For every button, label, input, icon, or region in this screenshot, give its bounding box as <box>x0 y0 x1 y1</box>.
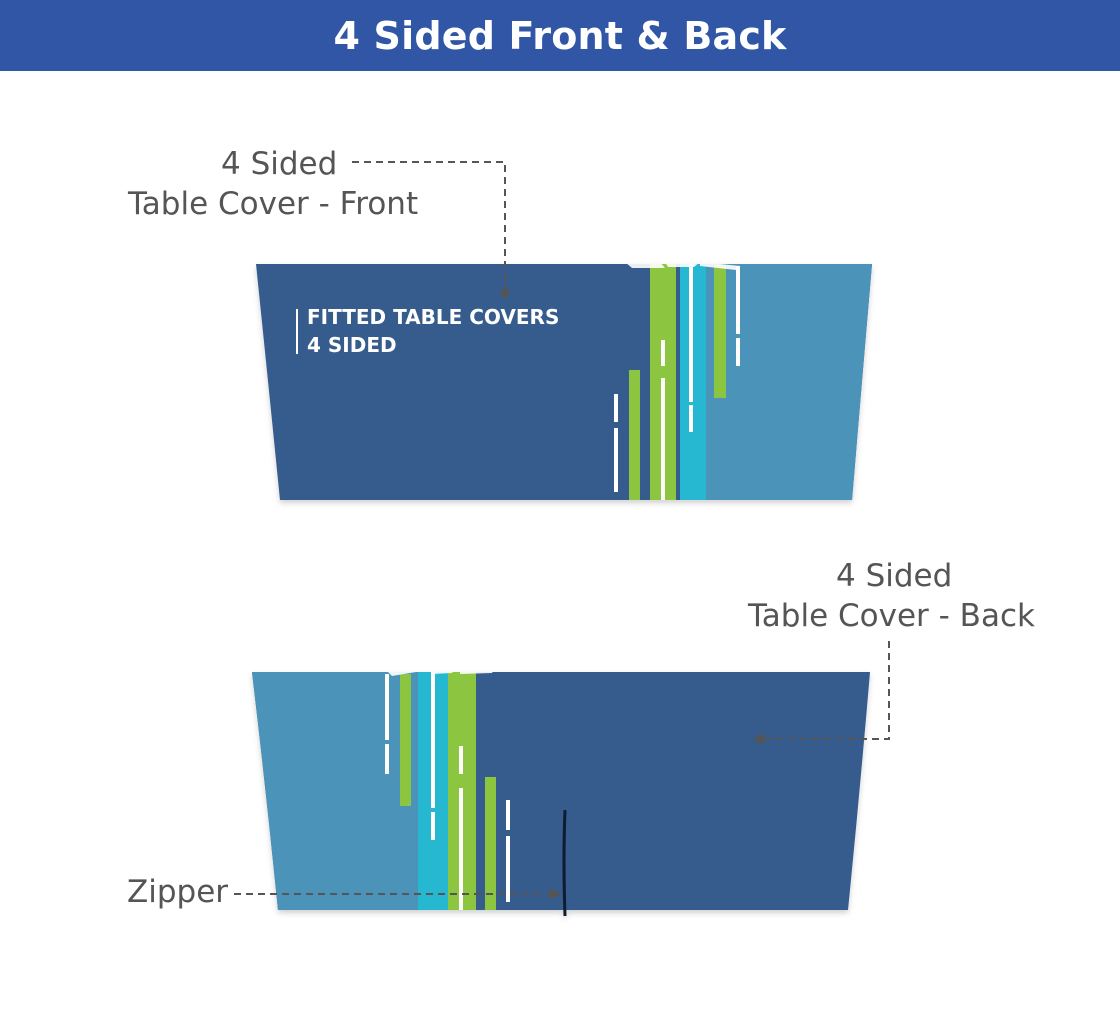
back-leader-line <box>764 641 890 740</box>
back-white-diagonal <box>388 672 416 676</box>
page-title: 4 Sided Front & Back <box>333 13 787 58</box>
brand-divider <box>296 309 298 354</box>
zipper-line <box>562 809 567 917</box>
front-white-line <box>689 264 693 402</box>
front-label-line2: Table Cover - Front <box>128 186 419 222</box>
back-leader-arrow <box>753 733 764 745</box>
front-white-line <box>661 340 665 366</box>
header-banner: 4 Sided Front & Back <box>0 0 1120 71</box>
front-white-diagonal <box>665 264 700 267</box>
back-light-panel <box>252 672 418 910</box>
back-white-line <box>431 812 435 840</box>
front-table-cover <box>256 264 872 500</box>
front-white-diagonal <box>700 264 740 270</box>
back-label-line2: Table Cover - Back <box>748 598 1035 634</box>
front-green-stripe-left <box>629 370 640 500</box>
front-white-line <box>736 338 740 366</box>
front-leader-arrow <box>499 290 511 300</box>
front-white-line <box>736 266 740 334</box>
back-white-line <box>459 788 463 910</box>
front-white-diagonal <box>625 264 665 268</box>
zipper-label: Zipper <box>127 874 229 910</box>
front-brand-line1: FITTED TABLE COVERS <box>307 305 560 329</box>
back-white-line <box>431 672 435 808</box>
front-leader-line <box>352 161 506 290</box>
back-label-line1: 4 Sided <box>836 558 953 594</box>
front-white-line <box>614 394 618 422</box>
back-white-line <box>385 674 389 740</box>
back-green-stripe-left <box>400 674 411 806</box>
back-white-diagonal <box>460 672 495 674</box>
front-label-line1: 4 Sided <box>221 146 338 182</box>
back-white-line <box>506 836 510 902</box>
front-light-panel <box>705 264 872 500</box>
zipper-leader-arrow <box>550 888 561 900</box>
back-white-line <box>459 746 463 774</box>
front-brand-line2: 4 SIDED <box>307 333 397 357</box>
front-green-stripe-right <box>714 265 726 398</box>
front-white-line <box>614 428 618 492</box>
back-white-line <box>506 800 510 830</box>
front-white-line <box>661 378 665 500</box>
back-white-diagonal <box>432 672 455 674</box>
back-table-cover <box>252 672 870 917</box>
back-green-stripe-right <box>485 777 496 910</box>
back-white-line <box>385 744 389 774</box>
front-white-line <box>689 405 693 432</box>
